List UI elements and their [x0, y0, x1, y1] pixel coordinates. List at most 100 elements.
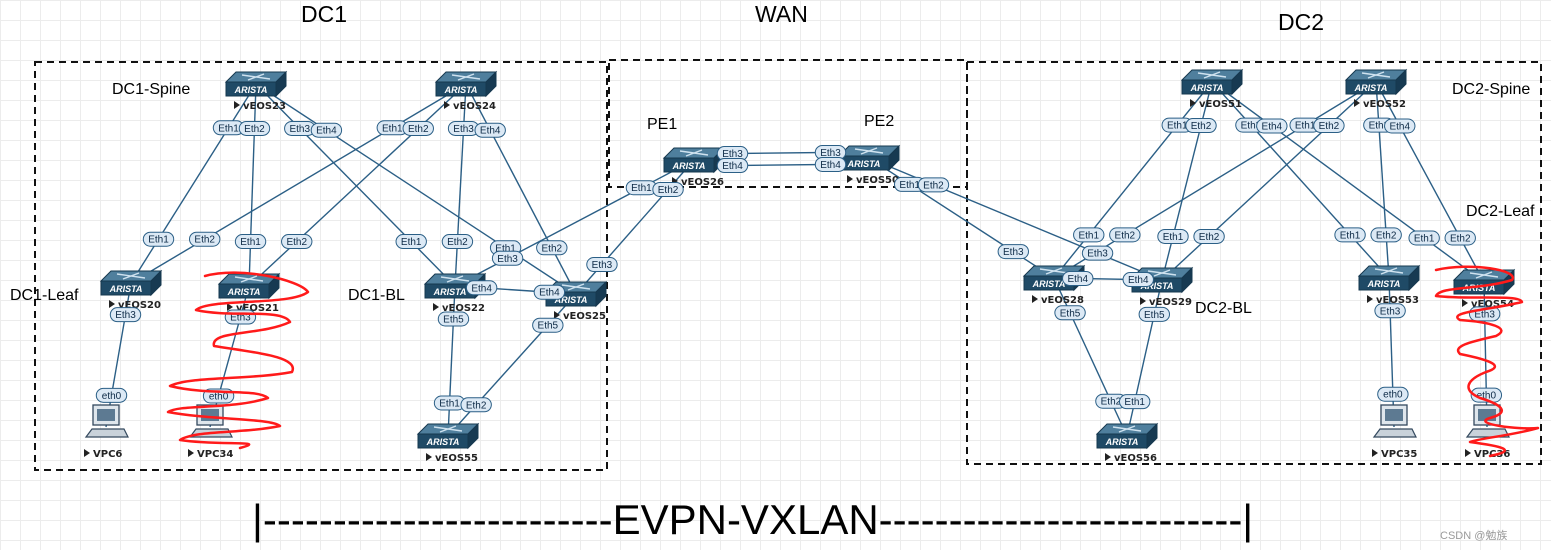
device-label: vEOS52	[1363, 99, 1406, 110]
port-bubble	[1081, 245, 1114, 261]
link-veos51-veos29	[1161, 81, 1213, 281]
arrows-icon	[116, 272, 146, 280]
port-vpc35-eth0: eth0	[1377, 386, 1409, 402]
play-icon	[1367, 295, 1373, 303]
link-veos51-veos54	[1211, 81, 1485, 283]
port-veos21-eth3: Eth3	[224, 309, 257, 325]
link-veos54-vpc36	[1483, 281, 1488, 428]
port-label: Eth2	[1319, 121, 1340, 132]
port-bubble	[491, 250, 524, 266]
port-veos28-eth2: Eth2	[1109, 227, 1141, 243]
switch-front-face	[663, 157, 715, 173]
ports-layer: Eth1Eth1Eth2Eth1Eth3Eth1Eth4Eth1Eth1Eth2…	[95, 117, 1503, 413]
play-icon	[84, 449, 90, 457]
switch-front-face	[435, 81, 487, 97]
port-label: Eth4	[722, 161, 743, 172]
arista-logo: ARISTA	[1105, 437, 1139, 447]
link-veos52-veos54	[1375, 81, 1485, 283]
csdn-watermark: CSDN @勉族	[1440, 528, 1507, 542]
port-bubble	[437, 311, 470, 327]
port-veos29-eth4: Eth4	[1122, 272, 1154, 288]
port-bubble	[814, 156, 847, 172]
port-label: Eth4	[316, 126, 337, 137]
port-bubble	[109, 307, 142, 323]
switch-front-face	[218, 283, 270, 299]
pc-vpc35[interactable]: VPC35	[1372, 404, 1417, 460]
link-veos51-veos28	[1053, 81, 1213, 279]
port-bubble	[142, 231, 175, 247]
port-label: Eth1	[1163, 232, 1184, 243]
port-bubble	[310, 122, 343, 138]
link-veos24-veos22	[454, 83, 467, 287]
port-bubble	[460, 397, 492, 413]
port-veos24-eth4: Eth4	[474, 122, 506, 138]
port-label: Eth2	[923, 180, 944, 191]
port-bubble	[234, 234, 267, 250]
port-veos26-eth2: Eth2	[652, 181, 684, 197]
pc-vpc6[interactable]: VPC6	[84, 404, 129, 460]
port-bubble	[536, 240, 568, 256]
port-label: Eth2	[244, 124, 265, 135]
port-bubble	[652, 181, 684, 197]
play-icon	[433, 303, 439, 311]
label-pe1: PE1	[647, 116, 677, 133]
arista-logo: ARISTA	[109, 284, 143, 294]
port-label: Eth4	[1067, 274, 1088, 285]
port-bubble	[1374, 303, 1406, 319]
arrows-icon	[1374, 267, 1404, 275]
port-bubble	[465, 280, 498, 296]
port-veos25-eth5: Eth5	[532, 317, 564, 333]
port-bubble	[402, 120, 434, 136]
arista-logo: ARISTA	[426, 437, 460, 447]
arista-logo: ARISTA	[847, 159, 881, 169]
port-label: Eth2	[1450, 234, 1471, 245]
port-bubble	[189, 231, 221, 247]
port-label: Eth1	[1078, 230, 1099, 241]
port-label: Eth3	[820, 148, 841, 159]
port-veos28-eth3: Eth3	[997, 244, 1029, 260]
switch-front-face	[225, 81, 277, 97]
port-label: Eth2	[658, 185, 679, 196]
port-label: eth0	[1477, 391, 1497, 402]
port-label: Eth2	[1115, 230, 1136, 241]
port-label: Eth1	[1124, 397, 1145, 408]
port-label: Eth1	[240, 237, 261, 248]
port-veos22-eth5: Eth5	[437, 311, 470, 327]
port-veos50-eth2: Eth2	[917, 177, 950, 193]
port-label: Eth1	[439, 399, 460, 410]
port-bubble	[1119, 394, 1151, 410]
arrows-icon	[440, 275, 470, 283]
play-icon	[1465, 449, 1471, 457]
port-bubble	[1138, 306, 1170, 322]
play-icon	[1032, 295, 1038, 303]
arrows-icon	[1112, 425, 1142, 433]
play-icon	[444, 101, 450, 109]
switch-front-face	[1181, 79, 1233, 95]
port-veos50-eth4: Eth4	[814, 156, 847, 172]
port-label: Eth3	[1369, 121, 1390, 132]
switch-front-face	[1358, 275, 1410, 291]
port-bubble	[1157, 228, 1189, 244]
arrows-icon	[1147, 269, 1177, 277]
screen-icon	[1385, 409, 1403, 421]
arista-logo: ARISTA	[1140, 281, 1174, 291]
port-label: Eth2	[408, 124, 429, 135]
scribble-vpc34-area	[166, 271, 310, 450]
link-veos28-veos56	[1053, 277, 1128, 437]
port-veos53-eth2: Eth2	[1370, 227, 1402, 243]
arrows-icon	[1469, 271, 1499, 279]
